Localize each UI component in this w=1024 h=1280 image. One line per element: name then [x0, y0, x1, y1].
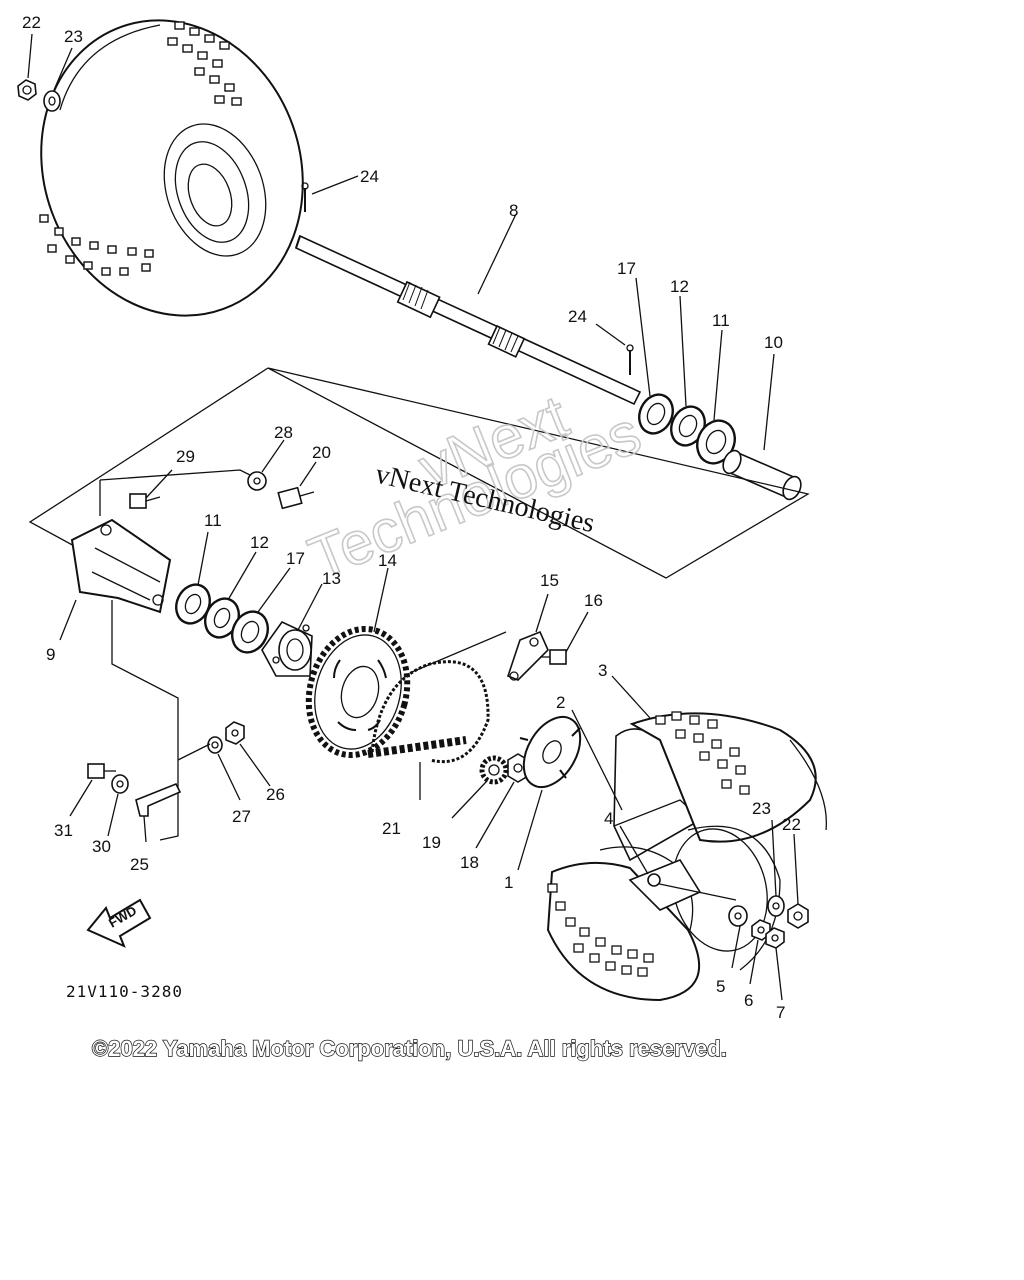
washer-27 — [207, 736, 241, 801]
stud-bolt-4 — [619, 825, 737, 901]
bolt-31 — [69, 763, 116, 817]
callout-labels: 22 23 24 8 17 12 11 10 24 29 28 20 11 12… — [22, 13, 801, 1022]
callout-30: 30 — [92, 837, 111, 856]
callout-11: 11 — [712, 311, 730, 330]
washer-5 — [728, 905, 748, 969]
bolt-16 — [540, 611, 589, 665]
washer-28 — [247, 439, 285, 491]
diagram-code: 21V110-3280 — [66, 982, 183, 1001]
callout-11-mid: 11 — [204, 511, 222, 530]
rear-axle — [295, 213, 642, 406]
callout-22-bottom: 22 — [782, 815, 801, 834]
callout-26: 26 — [266, 785, 285, 804]
bearing-11-right — [696, 329, 736, 465]
nut-26 — [225, 721, 271, 787]
callout-24: 24 — [360, 167, 379, 186]
callout-31: 31 — [54, 821, 73, 840]
callout-7: 7 — [776, 1003, 785, 1022]
callout-9: 9 — [46, 645, 55, 664]
bolt-20 — [277, 461, 317, 510]
callout-12-mid: 12 — [250, 533, 269, 552]
nut-7 — [765, 927, 785, 1001]
callout-17-mid: 17 — [286, 549, 305, 568]
callout-23: 23 — [64, 27, 83, 46]
callout-24-right: 24 — [568, 307, 587, 326]
callout-27: 27 — [232, 807, 251, 826]
callout-22: 22 — [22, 13, 41, 32]
oil-seal-17-right — [635, 277, 674, 435]
nut-6 — [749, 919, 771, 985]
callout-29: 29 — [176, 447, 195, 466]
callout-17: 17 — [617, 259, 636, 278]
rear-tire-left — [39, 19, 304, 317]
washer-23-bottom — [767, 819, 785, 917]
callout-14: 14 — [378, 551, 397, 570]
copyright-notice: ©2022 Yamaha Motor Corporation, U.S.A. A… — [92, 1036, 727, 1061]
callout-13: 13 — [322, 569, 341, 588]
bearing-12-right — [670, 295, 706, 447]
bracket-25 — [135, 782, 182, 843]
wheel-flange-1 — [517, 715, 582, 871]
nut-18 — [475, 753, 529, 849]
nut-22-top — [17, 79, 37, 101]
washer-30 — [107, 774, 129, 837]
washer-23-top — [43, 90, 61, 112]
forward-direction-arrow: FWD — [86, 898, 152, 948]
callout-5: 5 — [716, 977, 725, 996]
callout-23-bottom: 23 — [752, 799, 771, 818]
watermark: vNext Technologies vNext Technologies — [299, 382, 650, 593]
oil-seal-17-mid — [231, 567, 291, 654]
callout-19: 19 — [422, 833, 441, 852]
sprocket-hub-13 — [261, 583, 323, 677]
nut-22-bottom — [787, 833, 809, 929]
callout-3: 3 — [598, 661, 607, 680]
callout-28: 28 — [274, 423, 293, 442]
callout-20: 20 — [312, 443, 331, 462]
callout-8: 8 — [509, 201, 518, 220]
callout-25: 25 — [130, 855, 149, 874]
drive-chain-21 — [367, 660, 490, 800]
chain-guide-15 — [411, 593, 549, 681]
cotter-pin-24-top — [301, 175, 359, 212]
bolt-29 — [129, 469, 173, 509]
cotter-pin-24-right — [595, 323, 634, 375]
callout-15: 15 — [540, 571, 559, 590]
callout-2: 2 — [556, 693, 565, 712]
callout-10: 10 — [764, 333, 783, 352]
callout-6: 6 — [744, 991, 753, 1010]
drive-sprocket-19 — [451, 755, 509, 819]
callout-4: 4 — [604, 809, 613, 828]
callout-1: 1 — [504, 873, 513, 892]
driven-sprocket-14 — [305, 567, 411, 759]
callout-18: 18 — [460, 853, 479, 872]
rear-tire-right-lower — [546, 825, 781, 1002]
callout-16: 16 — [584, 591, 603, 610]
callout-12: 12 — [670, 277, 689, 296]
axle-hub-9 — [59, 518, 172, 641]
bearing-12-mid — [204, 551, 257, 639]
callout-21: 21 — [382, 819, 401, 838]
